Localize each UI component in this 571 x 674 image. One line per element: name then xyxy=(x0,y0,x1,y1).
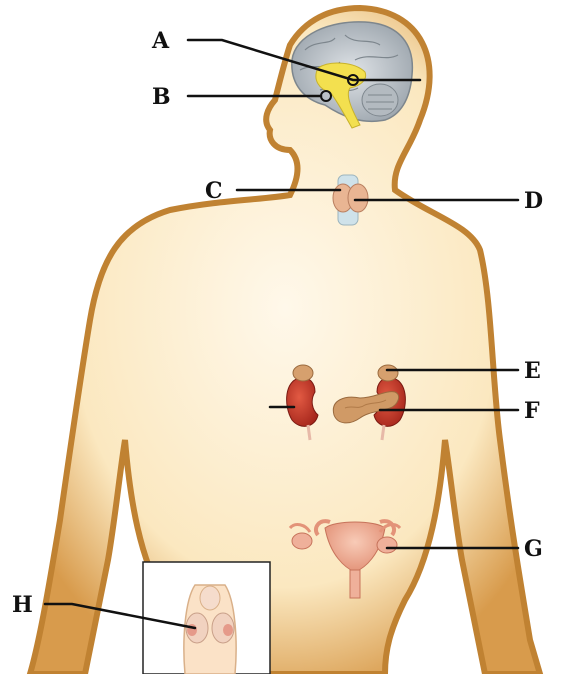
label-f: F xyxy=(524,398,540,424)
label-a: A xyxy=(151,28,170,54)
label-g: G xyxy=(524,536,543,562)
right-adrenal xyxy=(293,365,313,381)
label-e: E xyxy=(524,358,541,384)
left-adrenal xyxy=(378,365,398,381)
label-d: D xyxy=(524,188,543,214)
label-b: B xyxy=(152,84,171,110)
label-h: H xyxy=(12,592,33,618)
body-silhouette xyxy=(30,8,540,674)
label-c: C xyxy=(205,178,223,204)
testes-inset xyxy=(143,562,270,674)
